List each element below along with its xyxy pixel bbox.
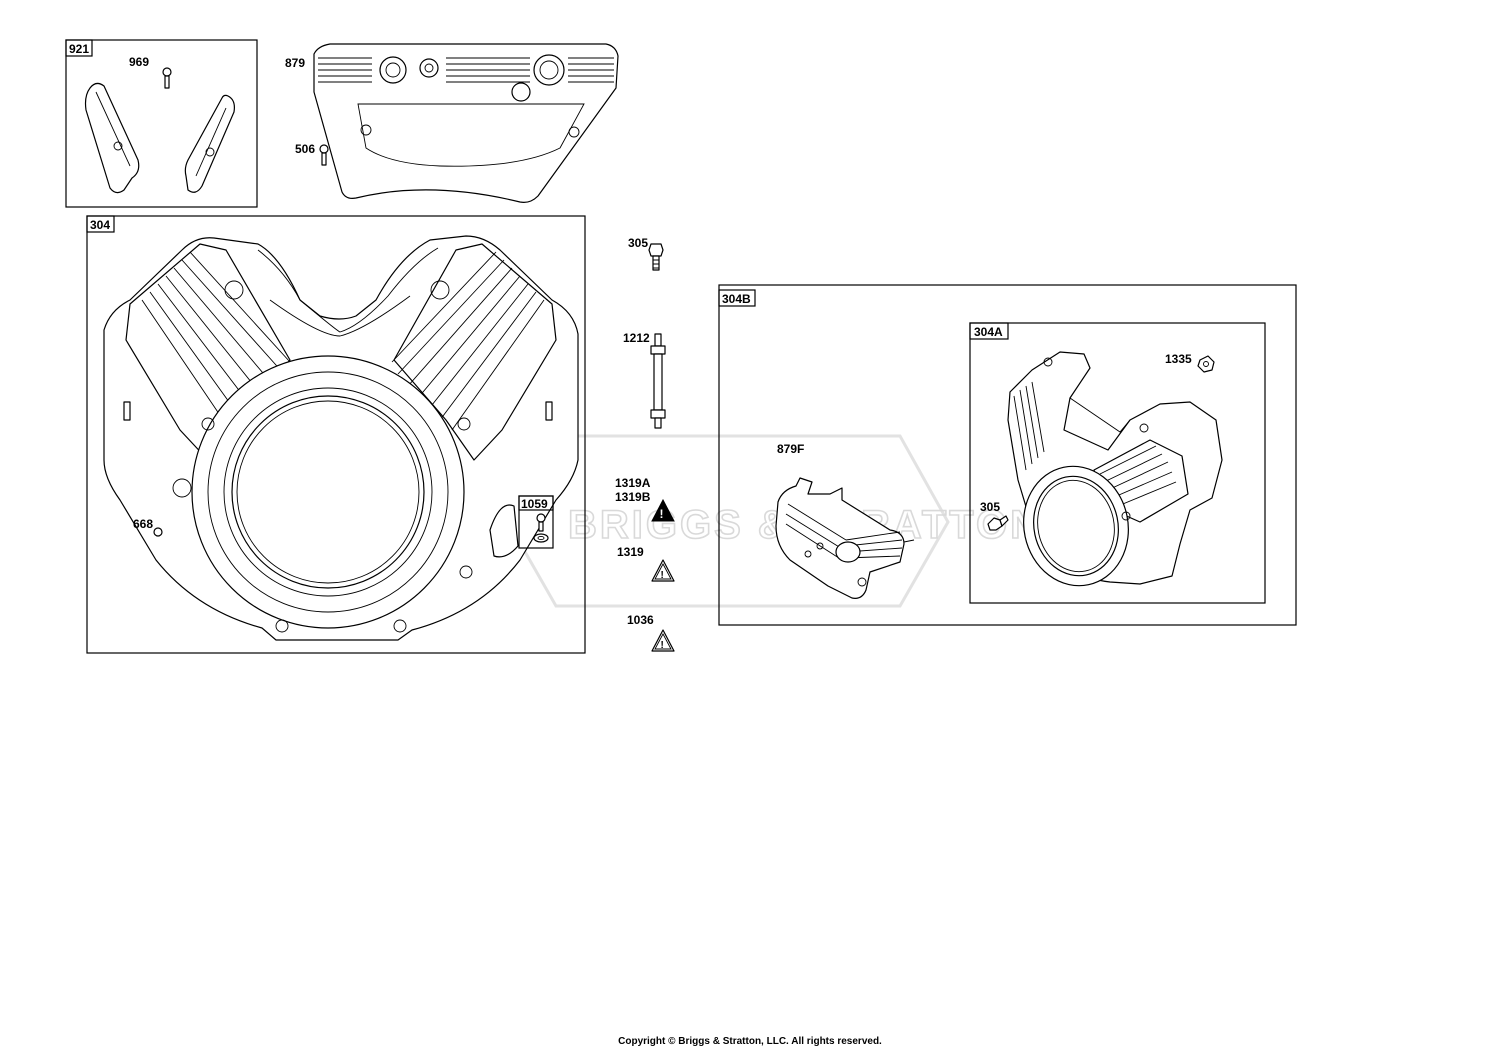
label-1212: 1212	[623, 331, 650, 345]
box-921: 921 969	[65, 39, 258, 208]
screw-969[interactable]	[162, 67, 172, 89]
box-1059-label: 1059	[521, 497, 548, 511]
deflector-left[interactable]	[84, 82, 140, 194]
copyright-notice: Copyright © Briggs & Stratton, LLC. All …	[618, 1036, 882, 1047]
box-921-label: 921	[69, 42, 89, 56]
box-1059: 1059	[518, 495, 554, 549]
box-304A: 304A	[969, 322, 1266, 604]
warning-decal-1036[interactable]: !	[651, 629, 675, 652]
label-1319A: 1319A	[615, 476, 651, 490]
box-304A-label: 304A	[974, 325, 1003, 339]
label-879: 879	[285, 56, 305, 70]
nut-1335[interactable]	[1197, 355, 1215, 373]
blower-housing-304[interactable]	[103, 235, 579, 641]
box-304-label: 304	[90, 218, 110, 232]
label-879F: 879F	[777, 442, 804, 456]
box-304: 304	[86, 215, 586, 654]
box-304B: 304B	[718, 284, 1297, 626]
label-305-side: 305	[980, 500, 1000, 514]
label-969: 969	[129, 55, 149, 69]
stud-1212[interactable]	[650, 333, 666, 429]
bolt-305-side[interactable]	[987, 515, 1009, 531]
part-879-cover[interactable]	[313, 43, 619, 203]
warning-decal-1319[interactable]: !	[651, 559, 675, 582]
label-506: 506	[295, 142, 315, 156]
warning-decal-1319A-B[interactable]: !	[651, 498, 675, 522]
label-1036: 1036	[627, 613, 654, 627]
label-1335: 1335	[1165, 352, 1192, 366]
screw-506[interactable]	[319, 144, 329, 166]
label-1319: 1319	[617, 545, 644, 559]
svg-text:!: !	[660, 507, 664, 521]
shroud-879F[interactable]	[775, 477, 915, 599]
blower-housing-304A[interactable]	[1007, 351, 1223, 596]
box-304B-label: 304B	[722, 292, 751, 306]
bolt-305-top[interactable]	[648, 243, 664, 271]
label-1319B: 1319B	[615, 490, 651, 504]
label-305-top: 305	[628, 236, 648, 250]
pin-668[interactable]	[153, 527, 163, 537]
svg-text:!: !	[661, 570, 664, 581]
label-668: 668	[133, 517, 153, 531]
screw-1059[interactable]	[533, 513, 549, 543]
watermark: BRIGGS & STRATTON	[506, 434, 1040, 608]
svg-text:!: !	[661, 640, 664, 651]
